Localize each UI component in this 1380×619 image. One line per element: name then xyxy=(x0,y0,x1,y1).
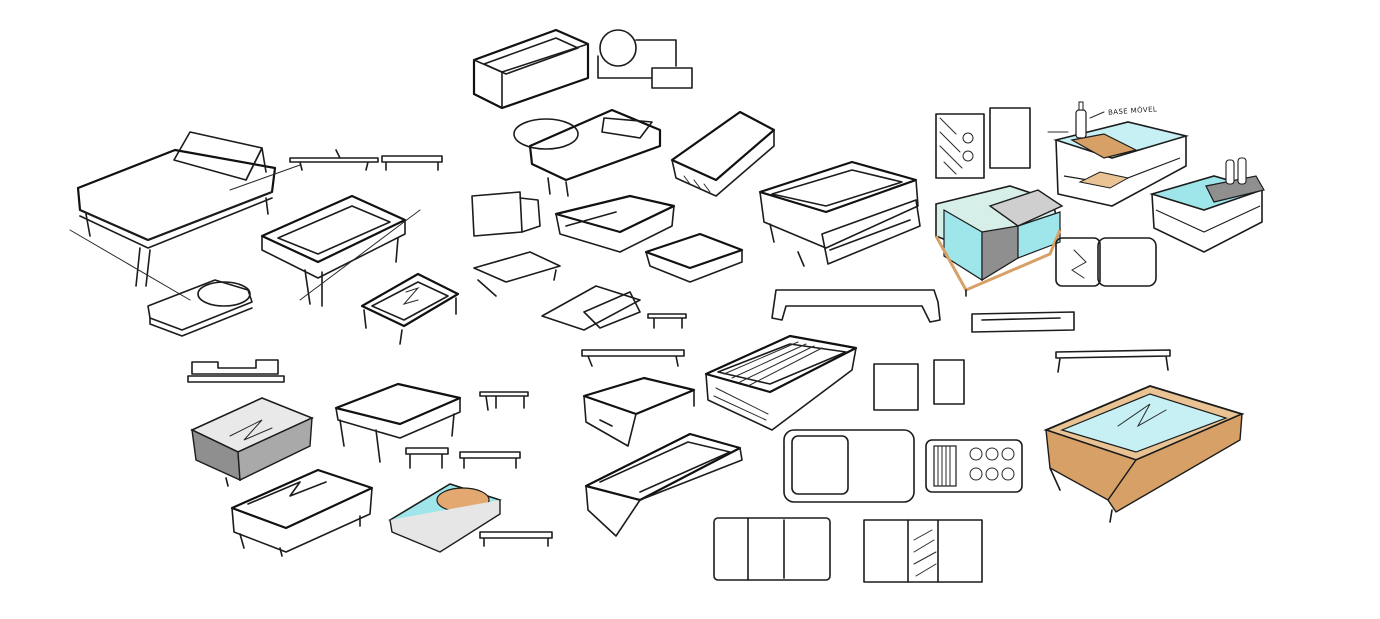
stool-side-view-sketch xyxy=(405,391,529,469)
floating-tray-sketch xyxy=(471,191,561,297)
square-plan-sketch xyxy=(1055,237,1157,287)
long-tray-table-sketch xyxy=(584,432,743,537)
slatted-tray-table-sketch xyxy=(704,334,858,431)
round-tray-table-sketch xyxy=(147,279,253,337)
slab-table-sketch xyxy=(644,232,744,283)
cantilever-table-sketch xyxy=(582,376,696,447)
coffee-table-sketch xyxy=(260,194,421,307)
glass-top-small-table-sketch xyxy=(360,272,460,345)
bench-elevation-sketch xyxy=(289,149,443,171)
blue-tray-table-sketch xyxy=(388,483,553,553)
plan-with-bottle-sketch xyxy=(935,107,1031,179)
daybed-sketch xyxy=(69,131,301,301)
desk-table-sketch xyxy=(334,382,462,463)
hatched-table-sketch xyxy=(670,110,776,197)
wood-frame-glass-table-sketch xyxy=(1043,385,1245,523)
long-bench-table-sketch xyxy=(554,194,676,253)
annotated-wood-glass-table-sketch xyxy=(1047,101,1190,207)
glass-top-table-with-bottles-sketch xyxy=(1149,157,1265,253)
folding-top-table-sketch xyxy=(541,285,687,331)
layout-circle-rect-sketch xyxy=(597,29,693,89)
plan-view-sketches xyxy=(713,359,1023,583)
frame-table-top-sketch xyxy=(472,28,590,110)
gray-tray-table-sketch xyxy=(190,397,315,487)
glass-box-modular-table-sketch xyxy=(934,185,1064,297)
bench-profile-sketch xyxy=(581,349,685,367)
bench-elevation-long-sketch xyxy=(771,289,941,323)
bench-front-view-sketch xyxy=(187,359,285,383)
round-tray-coffee-table-sketch xyxy=(513,108,662,197)
drawer-coffee-table-sketch xyxy=(758,160,921,267)
low-bench-profile-sketch xyxy=(971,311,1171,373)
open-sofa-table-sketch xyxy=(230,468,374,557)
